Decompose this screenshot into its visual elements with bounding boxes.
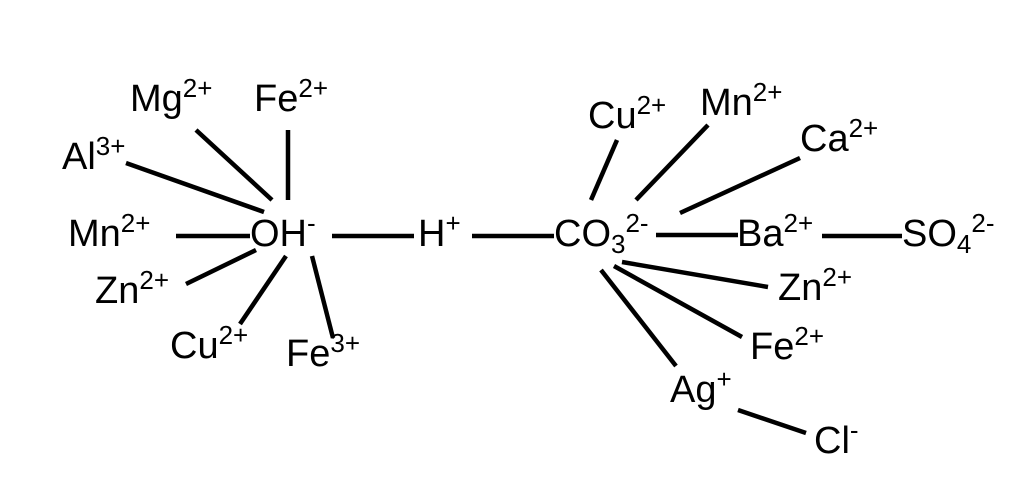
ion-so4: SO42-: [902, 208, 995, 259]
ion-mg2: Mg2+: [130, 73, 212, 120]
ion-fe2-right: Fe2+: [750, 321, 824, 368]
bond-cu-co3: [588, 139, 620, 201]
bond-co3-fe: [612, 264, 744, 339]
ion-cu2-right: Cu2+: [588, 90, 666, 137]
ion-ca2: Ca2+: [800, 113, 878, 160]
bond-co3-ag: [599, 268, 678, 368]
ion-mn2-right: Mn2+: [700, 77, 782, 124]
ion-h: H+: [418, 208, 461, 255]
ion-oh: OH-: [250, 208, 316, 255]
ion-fe3: Fe3+: [286, 328, 360, 375]
bond-fe3-oh: [309, 255, 336, 339]
bond-ag-cl: [737, 407, 807, 436]
ion-zn2-right: Zn2+: [778, 262, 852, 309]
ion-al3: Al3+: [62, 131, 125, 178]
ion-fe2-left: Fe2+: [254, 73, 328, 120]
ion-mn2-left: Mn2+: [68, 208, 150, 255]
ion-cl: Cl-: [814, 415, 859, 462]
bond-mg-oh: [194, 128, 274, 202]
bond-mn-co3: [634, 123, 710, 202]
bond-cu-oh: [238, 254, 288, 326]
ion-cu2-left: Cu2+: [170, 320, 248, 367]
bond-ca-co3: [679, 155, 801, 216]
ion-co3: CO32-: [554, 208, 649, 259]
bond-co3-zn: [621, 259, 769, 290]
bond-al-oh: [125, 160, 265, 215]
ion-ag: Ag+: [670, 364, 732, 411]
ion-zn2-left: Zn2+: [95, 265, 169, 312]
ion-ba2: Ba2+: [737, 208, 813, 255]
bond-zn-oh: [185, 247, 257, 287]
